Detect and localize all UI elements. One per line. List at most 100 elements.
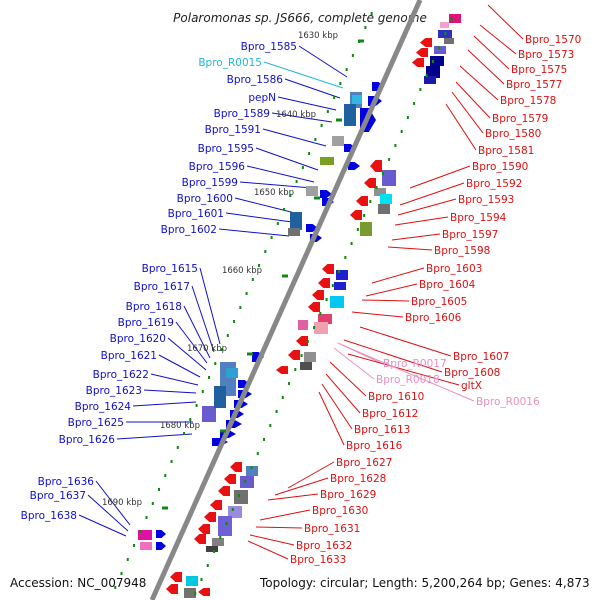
gene-label-left[interactable]: Bpro_1589: [214, 108, 270, 120]
gene-arrow-reverse[interactable]: [194, 534, 206, 544]
gene-label-right[interactable]: Bpro_1633: [290, 554, 346, 566]
gene-feature[interactable]: [184, 588, 196, 598]
gene-label-right[interactable]: Bpro_1628: [330, 473, 386, 485]
gene-feature[interactable]: [318, 314, 332, 324]
gene-label-left[interactable]: Bpro_1599: [182, 177, 238, 189]
gene-arrow-reverse[interactable]: [312, 290, 324, 300]
gene-arrow-reverse[interactable]: [288, 350, 300, 360]
gene-feature[interactable]: [330, 296, 344, 308]
gene-label-left[interactable]: Bpro_1623: [86, 385, 142, 397]
gene-label-left[interactable]: Bpro_1618: [126, 301, 182, 313]
gene-label-left[interactable]: Bpro_1638: [21, 510, 77, 522]
gene-label-right[interactable]: Bpro_R0016: [476, 396, 540, 408]
gene-arrow-reverse[interactable]: [296, 336, 308, 346]
gene-label-left[interactable]: Bpro_1620: [110, 333, 166, 345]
gene-label-right[interactable]: Bpro_1607: [453, 351, 509, 363]
gene-label-left[interactable]: Bpro_1617: [134, 281, 190, 293]
gene-feature[interactable]: [138, 530, 152, 540]
gene-feature[interactable]: [226, 368, 238, 378]
gene-label-right[interactable]: Bpro_1575: [511, 64, 567, 76]
gene-feature[interactable]: [344, 104, 356, 126]
gene-feature[interactable]: [424, 76, 436, 84]
gene-feature[interactable]: [288, 228, 300, 236]
gene-feature[interactable]: [240, 476, 254, 488]
gene-label-right[interactable]: Bpro_1612: [362, 408, 418, 420]
gene-label-right[interactable]: Bpro_1578: [500, 95, 556, 107]
gene-feature[interactable]: [440, 22, 449, 28]
gene-feature[interactable]: [380, 194, 392, 204]
gene-arrow-forward[interactable]: [156, 530, 166, 538]
gene-feature[interactable]: [352, 95, 362, 104]
gene-arrow-reverse[interactable]: [318, 278, 330, 288]
gene-feature[interactable]: [334, 282, 346, 290]
gene-label-left[interactable]: Bpro_1595: [198, 143, 254, 155]
gene-feature[interactable]: [314, 322, 328, 334]
gene-feature[interactable]: [290, 212, 302, 230]
gene-label-left[interactable]: Bpro_1600: [177, 193, 233, 205]
gene-arrow-reverse[interactable]: [230, 462, 242, 472]
gene-label-left[interactable]: Bpro_1636: [38, 476, 95, 488]
gene-arrow-reverse[interactable]: [218, 486, 230, 496]
gene-arrow-reverse[interactable]: [166, 584, 178, 594]
gene-feature[interactable]: [320, 157, 334, 165]
gene-feature[interactable]: [186, 576, 198, 586]
gene-label-right[interactable]: Bpro_1616: [346, 440, 403, 452]
gene-label-left[interactable]: pepN: [248, 92, 276, 104]
gene-label-right[interactable]: Bpro_1581: [478, 145, 534, 157]
gene-feature[interactable]: [218, 516, 232, 536]
gene-arrow-reverse[interactable]: [170, 572, 182, 582]
gene-arrow-reverse[interactable]: [364, 178, 376, 188]
gene-label-left[interactable]: Bpro_1615: [142, 263, 198, 275]
gene-label-right[interactable]: Bpro_1580: [485, 128, 541, 140]
gene-label-right[interactable]: Bpro_1592: [466, 178, 522, 190]
gene-arrow-reverse[interactable]: [350, 210, 362, 220]
gene-label-right[interactable]: Bpro_1594: [450, 212, 507, 224]
gene-label-right[interactable]: Bpro_1610: [368, 391, 424, 403]
gene-label-left[interactable]: Bpro_1625: [68, 417, 124, 429]
gene-arrow-reverse[interactable]: [198, 524, 210, 534]
gene-arrow-reverse[interactable]: [204, 512, 216, 522]
gene-feature[interactable]: [300, 362, 312, 370]
gene-feature[interactable]: [434, 46, 446, 54]
gene-label-right[interactable]: Bpro_1606: [405, 312, 462, 324]
gene-feature[interactable]: [228, 506, 242, 518]
gene-label-right[interactable]: Bpro_R0018: [376, 374, 440, 386]
gene-arrow-reverse[interactable]: [420, 38, 432, 47]
gene-arrow-reverse[interactable]: [198, 588, 210, 596]
gene-feature[interactable]: [430, 56, 444, 66]
gene-label-left[interactable]: Bpro_R0015: [198, 57, 262, 69]
gene-label-right[interactable]: Bpro_1593: [458, 194, 514, 206]
gene-arrow-reverse[interactable]: [322, 264, 334, 274]
gene-feature[interactable]: [382, 170, 396, 186]
gene-label-right[interactable]: Bpro_1631: [304, 523, 360, 535]
gene-label-left[interactable]: Bpro_1585: [241, 41, 297, 53]
gene-label-left[interactable]: Bpro_1591: [205, 124, 261, 136]
gene-feature[interactable]: [234, 490, 248, 504]
gene-label-right[interactable]: Bpro_1608: [444, 367, 500, 379]
gene-label-left[interactable]: Bpro_1601: [168, 208, 224, 220]
gene-label-right[interactable]: Bpro_1630: [312, 505, 368, 517]
gene-feature[interactable]: [212, 538, 224, 546]
gene-feature[interactable]: [444, 38, 454, 44]
gene-label-left[interactable]: Bpro_1621: [101, 350, 157, 362]
gene-label-right[interactable]: Bpro_1570: [525, 34, 581, 46]
gene-arrow-reverse[interactable]: [416, 48, 428, 57]
gene-label-right[interactable]: Bpro_1627: [336, 457, 392, 469]
gene-label-left[interactable]: Bpro_1624: [75, 401, 132, 413]
gene-feature[interactable]: [298, 320, 308, 330]
gene-arrow-forward[interactable]: [348, 162, 360, 170]
gene-label-right[interactable]: Bpro_1597: [442, 229, 498, 241]
gene-arrow-reverse[interactable]: [370, 160, 382, 172]
gene-label-right[interactable]: Bpro_1613: [354, 424, 410, 436]
gene-feature[interactable]: [140, 542, 152, 550]
gene-label-right[interactable]: Bpro_1603: [426, 263, 482, 275]
gene-arrow-forward[interactable]: [156, 542, 166, 550]
gene-feature[interactable]: [378, 204, 390, 214]
gene-feature[interactable]: [336, 270, 348, 280]
gene-label-left[interactable]: Bpro_1596: [189, 161, 246, 173]
gene-label-left[interactable]: Bpro_1586: [227, 74, 284, 86]
gene-feature[interactable]: [449, 14, 461, 23]
gene-arrow-forward[interactable]: [320, 190, 332, 198]
gene-arrow-reverse[interactable]: [356, 196, 368, 206]
gene-label-right[interactable]: Bpro_1579: [492, 113, 548, 125]
